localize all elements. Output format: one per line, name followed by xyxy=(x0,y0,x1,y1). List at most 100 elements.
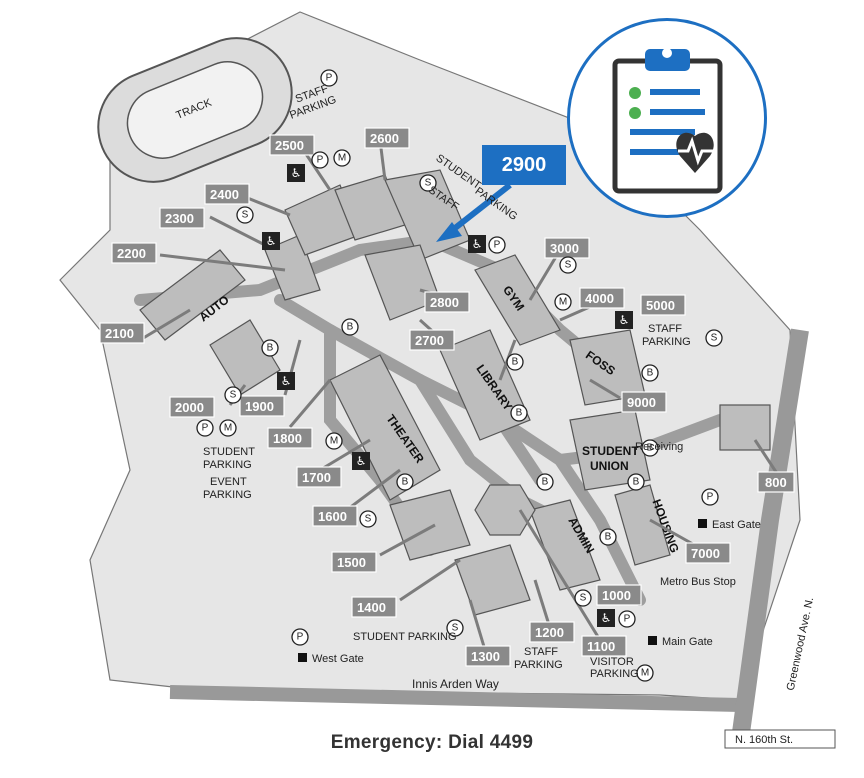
building-2000[interactable] xyxy=(209,319,281,396)
svg-text:1400: 1400 xyxy=(357,600,386,615)
building-hex[interactable] xyxy=(474,484,536,536)
svg-text:1900: 1900 xyxy=(245,399,274,414)
tag-5000[interactable]: 5000 xyxy=(640,294,686,316)
tag-2300[interactable]: 2300 xyxy=(159,207,205,229)
accessible-icon: ♿ xyxy=(597,609,615,627)
tag-2700[interactable]: 2700 xyxy=(409,329,455,351)
tag-7000[interactable]: 7000 xyxy=(685,542,731,564)
svg-text:9000: 9000 xyxy=(627,395,656,410)
receiving-label: Receiving xyxy=(635,441,683,453)
building-gym[interactable]: GYM xyxy=(474,254,561,346)
svg-text:2000: 2000 xyxy=(175,400,204,415)
svg-text:♿: ♿ xyxy=(601,611,612,625)
svg-text:5000: 5000 xyxy=(646,298,675,313)
building-2900-callout[interactable]: 2900 xyxy=(482,145,566,185)
svg-text:S: S xyxy=(365,514,372,525)
shuttle-icon: S xyxy=(359,510,377,528)
svg-text:3000: 3000 xyxy=(550,241,579,256)
svg-text:2500: 2500 xyxy=(275,138,304,153)
greenwood-ave xyxy=(731,328,809,742)
svg-text:2200: 2200 xyxy=(117,246,146,261)
building-foss[interactable]: FOSS xyxy=(569,329,646,406)
svg-text:B: B xyxy=(402,477,409,488)
shuttle-icon: S xyxy=(419,174,437,192)
svg-text:P: P xyxy=(326,73,333,84)
bike-icon: B xyxy=(641,439,659,457)
svg-text:S: S xyxy=(565,260,572,271)
tag-1100[interactable]: 1100 xyxy=(581,635,627,657)
tag-1800[interactable]: 1800 xyxy=(267,427,313,449)
svg-text:P: P xyxy=(707,492,714,503)
tag-1500[interactable]: 1500 xyxy=(331,551,377,573)
tag-2200[interactable]: 2200 xyxy=(111,242,157,264)
svg-text:S: S xyxy=(452,623,459,634)
visitor-parking-label: VISITOR xyxy=(590,656,634,668)
tag-2600[interactable]: 2600 xyxy=(364,127,410,149)
metro-icon: M xyxy=(554,293,572,311)
svg-text:1100: 1100 xyxy=(587,639,615,654)
svg-text:B: B xyxy=(516,408,523,419)
tag-800[interactable]: 800 xyxy=(757,471,795,493)
bike-icon: B xyxy=(627,473,645,491)
n-160th-st-label: N. 160th St. xyxy=(735,734,793,746)
accessible-icon: ♿ xyxy=(262,232,280,250)
building-student-union[interactable]: STUDENT UNION xyxy=(569,409,651,491)
svg-text:M: M xyxy=(559,297,567,308)
tag-1400[interactable]: 1400 xyxy=(351,596,397,618)
svg-text:B: B xyxy=(542,477,549,488)
svg-text:P: P xyxy=(624,614,631,625)
parking-icon: P xyxy=(320,69,338,87)
emergency-notice: Emergency: Dial 4499 xyxy=(330,732,534,753)
parking-icon: P xyxy=(488,236,506,254)
tag-4000[interactable]: 4000 xyxy=(579,287,625,309)
tag-1000[interactable]: 1000 xyxy=(596,584,642,606)
tag-2800[interactable]: 2800 xyxy=(424,291,470,313)
svg-text:M: M xyxy=(338,153,346,164)
staff-parking-label: PARKING xyxy=(642,336,691,348)
tag-2100[interactable]: 2100 xyxy=(99,322,145,344)
svg-text:4000: 4000 xyxy=(585,291,614,306)
tag-1700[interactable]: 1700 xyxy=(296,466,342,488)
building-1300[interactable] xyxy=(454,544,531,616)
n-160th-st xyxy=(724,729,836,749)
bike-icon: B xyxy=(510,404,528,422)
svg-text:S: S xyxy=(242,210,249,221)
svg-text:M: M xyxy=(224,423,232,434)
staff-parking-label: PARKING xyxy=(514,659,563,671)
building-library[interactable]: LIBRARY xyxy=(439,329,531,441)
svg-text:B: B xyxy=(647,368,654,379)
svg-text:2300: 2300 xyxy=(165,211,194,226)
svg-text:800: 800 xyxy=(765,475,787,490)
bike-icon: B xyxy=(641,364,659,382)
svg-text:♿: ♿ xyxy=(281,374,292,388)
innis-arden-way-label: Innis Arden Way xyxy=(412,677,499,691)
svg-text:S: S xyxy=(230,390,237,401)
accessible-icon: ♿ xyxy=(352,452,370,470)
svg-text:B: B xyxy=(633,477,640,488)
tag-2000[interactable]: 2000 xyxy=(169,396,215,418)
tag-2500[interactable]: 2500 xyxy=(269,134,315,156)
svg-text:B: B xyxy=(347,322,354,333)
building-800[interactable] xyxy=(719,404,771,451)
shuttle-icon: S xyxy=(236,206,254,224)
tag-1600[interactable]: 1600 xyxy=(312,505,358,527)
accessible-icon: ♿ xyxy=(468,235,486,253)
label-student: STUDENT xyxy=(582,444,639,458)
svg-text:♿: ♿ xyxy=(619,313,630,327)
tag-9000[interactable]: 9000 xyxy=(621,391,667,413)
tag-1300[interactable]: 1300 xyxy=(465,645,511,667)
metro-icon: M xyxy=(325,432,343,450)
svg-text:1300: 1300 xyxy=(471,649,500,664)
svg-text:B: B xyxy=(647,443,654,454)
building-2300[interactable] xyxy=(264,234,321,301)
bike-icon: B xyxy=(506,353,524,371)
tag-3000[interactable]: 3000 xyxy=(544,237,590,259)
tag-2400[interactable]: 2400 xyxy=(204,183,250,205)
shuttle-icon: S xyxy=(705,329,723,347)
svg-text:B: B xyxy=(605,532,612,543)
accessible-icon: ♿ xyxy=(277,372,295,390)
student-parking-label: STUDENT PARKING xyxy=(353,631,457,643)
tag-1200[interactable]: 1200 xyxy=(529,621,575,643)
svg-text:1500: 1500 xyxy=(337,555,366,570)
tag-1900[interactable]: 1900 xyxy=(239,395,285,417)
